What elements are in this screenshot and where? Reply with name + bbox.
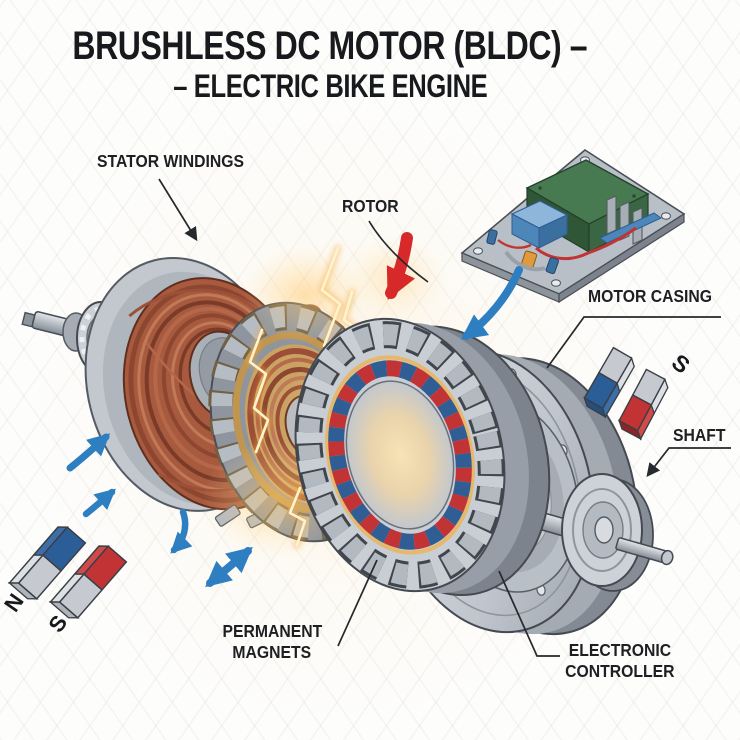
shaft-washer (561, 473, 654, 592)
blue-arrow-icon (460, 266, 523, 340)
blue-arrow-icon (82, 488, 116, 518)
flux-arrows (66, 266, 523, 588)
blue-double-arrow-icon (205, 546, 253, 588)
title-line1: BRUSHLESS DC MOTOR (BLDC) – (72, 24, 588, 68)
label-motor-casing: MOTOR CASING (588, 286, 712, 306)
red-arrow-icon (385, 232, 416, 301)
label-electronic-controller: ELECTRONIC CONTROLLER (565, 640, 675, 681)
label-permanent-magnets: PERMANENT MAGNETS (222, 621, 322, 662)
title-line2: – ELECTRIC BIKE ENGINE (172, 68, 488, 104)
magnet-pair-left: N S (0, 526, 128, 637)
controller-board-graphic (460, 149, 686, 304)
blue-arrow-icon (66, 433, 111, 472)
blue-arrow-icon (170, 508, 193, 554)
pole-label-s: S (667, 349, 695, 379)
page-title: BRUSHLESS DC MOTOR (BLDC) – – ELECTRIC B… (0, 25, 660, 104)
leader-lines (158, 178, 731, 657)
rotor-graphic (294, 317, 551, 597)
label-shaft: SHAFT (673, 425, 726, 445)
label-rotor: ROTOR (342, 196, 399, 216)
label-stator-windings: STATOR WINDINGS (97, 151, 244, 171)
